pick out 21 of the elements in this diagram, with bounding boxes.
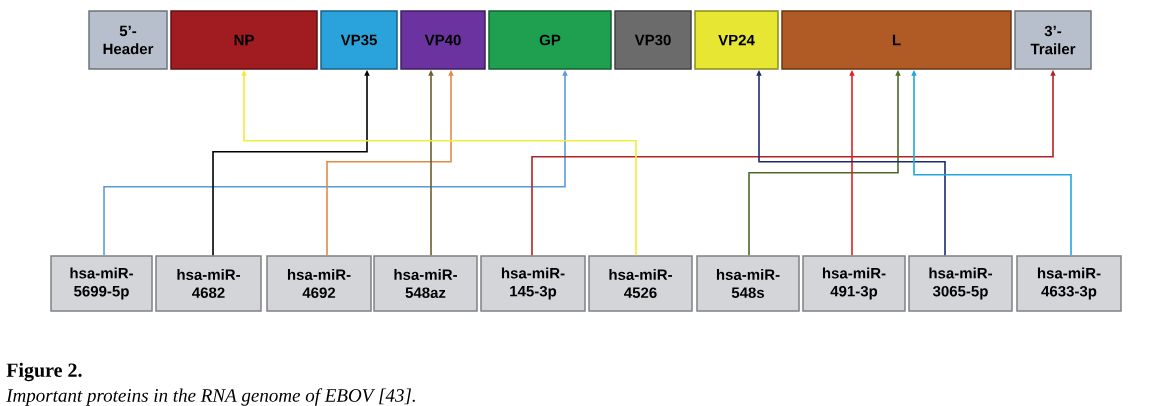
figure-title: Figure 2. [6,362,82,382]
mirna-box: hsa-miR- 4633-3p [1016,255,1122,312]
mirna-box: hsa-miR- 5699-5p [50,255,153,312]
gene-segment-box: VP35 [320,10,398,70]
mirna-box: hsa-miR- 548az [373,255,478,312]
gene-segment-box: 5’- Header [88,10,168,70]
mirna-box: hsa-miR- 4526 [588,255,693,312]
gene-segment-box: NP [170,10,318,70]
gene-segment-box: VP30 [614,10,692,70]
mirna-box: hsa-miR- 4682 [155,255,262,312]
gene-segment-box: GP [488,10,612,70]
mirna-box: hsa-miR- 548s [696,255,800,312]
mirna-box: hsa-miR- 4692 [266,255,372,312]
caption: Important proteins in the RNA genome of EBOV [43]. [6,388,415,406]
gene-segment-box: VP24 [694,10,779,70]
mirna-box: hsa-miR- 3065-5p [908,255,1013,312]
gene-segment-box: 3’- Trailer [1014,10,1092,70]
mirna-box: hsa-miR- 145-3p [480,255,586,312]
gene-segment-box: VP40 [400,10,486,70]
mirna-box: hsa-miR- 491-3p [802,255,906,312]
gene-segment-box: L [781,10,1012,70]
